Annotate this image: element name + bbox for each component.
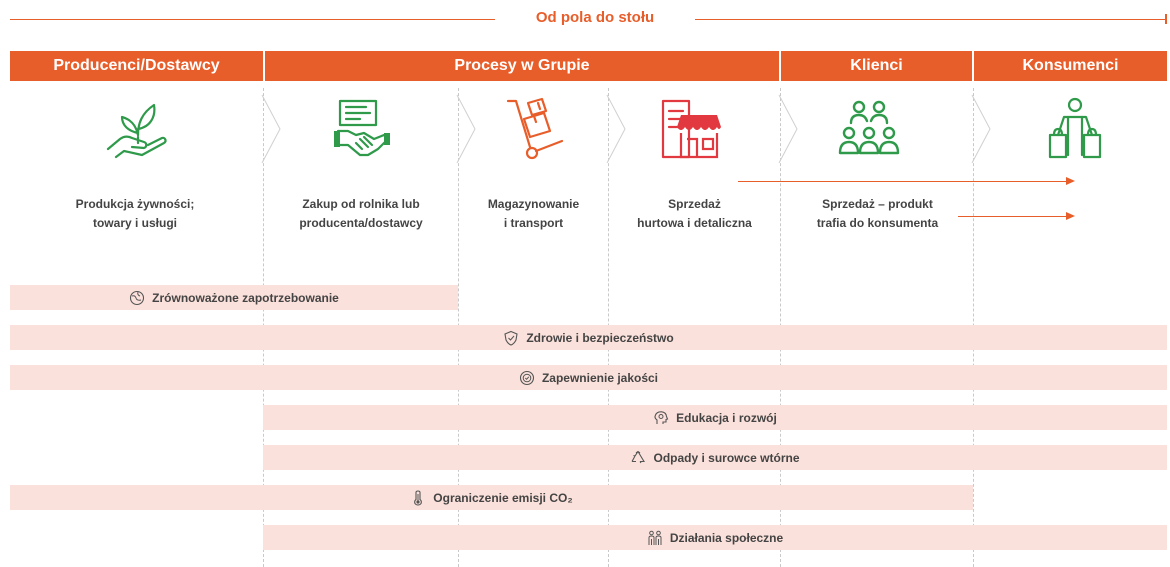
bar-quality-assurance: Zapewnienie jakości: [10, 365, 1167, 390]
stage-label-production: Produkcja żywności;towary i usługi: [75, 197, 195, 230]
bar-label: Odpady i surowce wtórne: [653, 450, 800, 465]
shopper-icon: [1048, 97, 1102, 159]
flow-arrow-line: [738, 181, 1066, 182]
flow-arrow-line: [958, 216, 1066, 217]
globe-cycle-icon: [129, 290, 145, 306]
header-processes: Procesy w Grupie: [265, 51, 779, 81]
bar-label: Edukacja i rozwój: [676, 410, 777, 425]
bar-sustainable-demand: Zrównoważone zapotrzebowanie: [10, 285, 458, 310]
bar-education-development: Edukacja i rozwój: [263, 405, 1167, 430]
bar-label: Działania społeczne: [669, 530, 784, 545]
bar-emission-reduction: Ograniczenie emisji CO₂: [10, 485, 973, 510]
header-producers: Producenci/Dostawcy: [10, 51, 263, 81]
shield-icon: [503, 330, 519, 346]
arrow-head-icon: [1066, 212, 1075, 220]
bar-social-actions: Działania społeczne: [263, 525, 1167, 550]
quality-badge-icon: [519, 370, 535, 386]
bar-health-safety: Zdrowie i bezpieczeństwo: [10, 325, 1167, 350]
hand-truck-icon: [506, 97, 564, 160]
bar-label: Zapewnienie jakości: [541, 370, 659, 385]
store-icon: [661, 99, 721, 159]
hand-plant-icon: [106, 103, 167, 159]
chevron-right-icon: [606, 94, 626, 164]
bar-label: Zdrowie i bezpieczeństwo: [526, 330, 674, 345]
header-clients: Klienci: [781, 51, 972, 81]
thermometer-icon: [410, 489, 426, 506]
chevron-right-icon: [261, 94, 281, 164]
chevron-right-icon: [778, 94, 798, 164]
header-consumers: Konsumenci: [974, 51, 1167, 81]
chevron-right-icon: [456, 94, 476, 164]
bar-label: Zrównoważone zapotrzebowanie: [152, 290, 339, 305]
bar-label: Ograniczenie emisji CO₂: [433, 490, 573, 505]
brain-gear-icon: [653, 410, 669, 426]
title-rule-right: [695, 19, 1165, 20]
arrow-head-icon: [1066, 177, 1075, 185]
handshake-document-icon: [334, 99, 390, 157]
page-title: Od pola do stołu: [535, 9, 655, 26]
title-rule-left: [10, 19, 495, 20]
recycle-icon: [630, 450, 646, 466]
people-group-icon: [838, 100, 900, 155]
chevron-right-icon: [971, 94, 991, 164]
bar-waste-recycling: Odpady i surowce wtórne: [263, 445, 1167, 470]
title-rule-end: [1165, 14, 1167, 24]
community-icon: [647, 530, 663, 546]
